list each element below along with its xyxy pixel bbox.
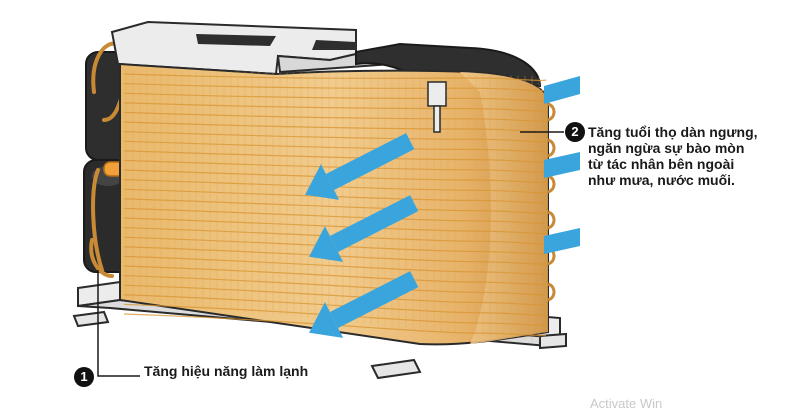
coil-fin-line (123, 227, 547, 245)
coil-fin-line (123, 255, 547, 275)
coil-fin-line (123, 236, 547, 255)
callout-badge-1: 1 (74, 367, 94, 387)
coil-fin-line (123, 111, 547, 122)
coil-fin-line (123, 150, 547, 163)
coil-fin-line (123, 207, 547, 224)
airflow-inlet-1 (544, 76, 580, 104)
callout-2-line-1: Tăng tuổi thọ dàn ngưng, (588, 124, 758, 140)
coil-fin-line (123, 169, 547, 184)
coil-fin-line (123, 217, 547, 235)
coil-fin-line (123, 121, 547, 133)
airflow-arrows (305, 76, 580, 338)
coil-fin-line (123, 159, 547, 173)
coil-fin-line (123, 102, 547, 112)
coil-fin-lines (123, 73, 547, 337)
coil-fin-line (123, 188, 547, 204)
airflow-inlet-3 (544, 228, 580, 254)
coil-fin-line (123, 131, 547, 143)
airflow-arrow-middle (309, 195, 419, 262)
airflow-arrow-lower (309, 271, 419, 338)
coil-fin-line (123, 275, 547, 296)
airflow-inlet-2 (544, 152, 580, 178)
callout-2-line-4: như mưa, nước muối. (588, 172, 735, 188)
condenser-coil (119, 62, 549, 346)
sensor-probe (427, 81, 447, 133)
coil-fin-line (123, 265, 547, 286)
callout-2-line-3: từ tác nhân bên ngoài (588, 156, 735, 172)
coil-fin-line (123, 313, 547, 337)
callout-2-line-2: ngăn ngừa sự bào mòn (588, 140, 745, 156)
coil-fin-line (123, 198, 547, 214)
airflow-arrow-upper (305, 133, 415, 200)
leader-lines (97, 131, 564, 377)
coil-fin-line (123, 73, 547, 82)
callout-badge-2: 2 (565, 122, 585, 142)
callout-condenser-durability: Tăng tuổi thọ dàn ngưng, ngăn ngừa sự bà… (588, 124, 798, 188)
coil-fin-line (123, 140, 547, 153)
callout-cooling-performance: Tăng hiệu năng làm lạnh (144, 363, 309, 379)
coil-fin-line (123, 303, 547, 326)
watermark: Activate Win (590, 396, 663, 411)
coil-fin-line (123, 246, 547, 265)
coil-fin-line (123, 284, 547, 306)
coil-fin-line (123, 294, 547, 316)
coil-fin-line (123, 179, 547, 194)
